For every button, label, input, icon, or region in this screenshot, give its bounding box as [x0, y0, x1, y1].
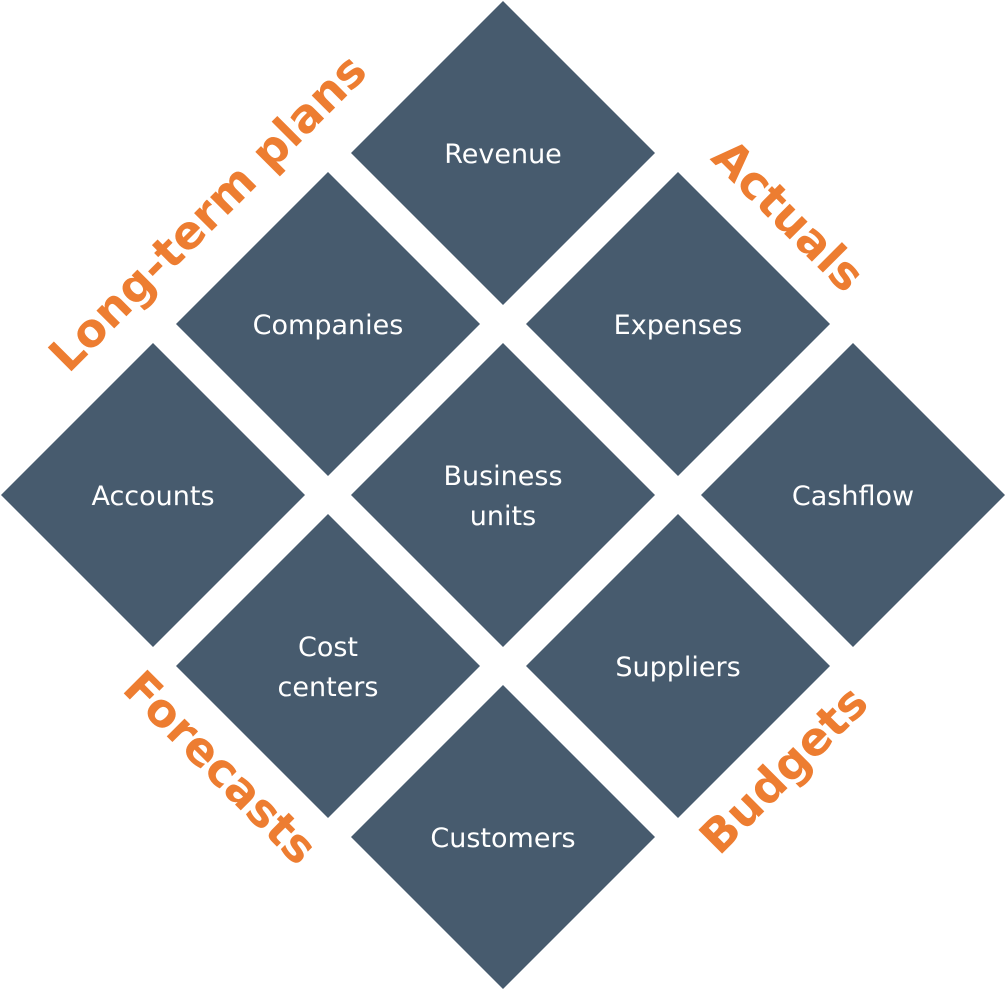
tile-cost-centers: Cost centers	[176, 514, 480, 818]
tile-label: Business	[443, 461, 562, 492]
tile-label: Cost	[298, 632, 358, 663]
tile-label: centers	[278, 672, 379, 703]
tile-label: units	[470, 501, 536, 532]
tile-business-units: Business units	[351, 343, 655, 647]
tile-cashflow: Cashflow	[701, 343, 1005, 647]
tile-diamond	[176, 172, 480, 476]
tile-diamond	[176, 514, 480, 818]
tile-diamond	[526, 514, 830, 818]
tile-label: Suppliers	[615, 652, 740, 683]
tile-diamond	[351, 685, 655, 989]
tile-label: Revenue	[444, 139, 562, 170]
tile-label: Customers	[430, 823, 575, 854]
tile-customers: Customers	[351, 685, 655, 989]
tile-expenses: Expenses	[526, 172, 830, 476]
tile-accounts: Accounts	[1, 343, 305, 647]
tile-label: Cashflow	[792, 481, 914, 512]
tile-diamond	[351, 1, 655, 305]
tile-diamond	[701, 343, 1005, 647]
tile-revenue: Revenue	[351, 1, 655, 305]
tile-diamond	[351, 343, 655, 647]
tile-diamond	[1, 343, 305, 647]
tile-label: Expenses	[614, 310, 743, 341]
tile-label: Companies	[253, 310, 404, 341]
tile-companies: Companies	[176, 172, 480, 476]
tile-label: Accounts	[91, 481, 214, 512]
tile-suppliers: Suppliers	[526, 514, 830, 818]
tile-diamond	[526, 172, 830, 476]
